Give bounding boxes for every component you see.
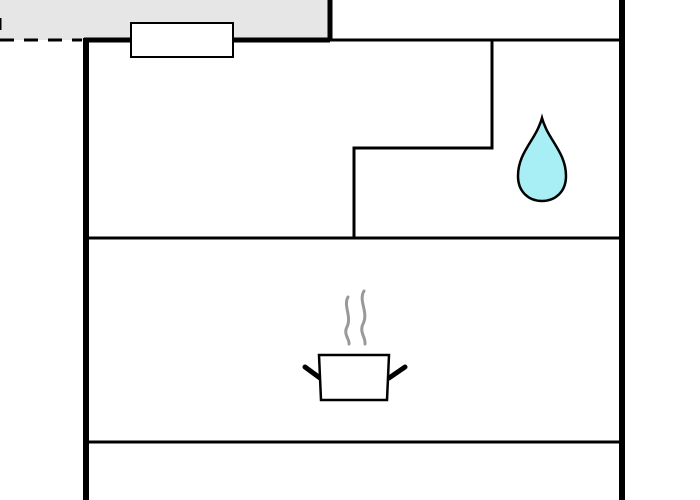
window-icon (130, 22, 234, 58)
outer-walls (83, 0, 625, 500)
water-drop-icon (516, 113, 568, 203)
stepped-partition (352, 40, 494, 238)
interior-walls (86, 40, 622, 444)
steam-icon (344, 289, 367, 346)
cooking-pot-icon (302, 289, 408, 402)
